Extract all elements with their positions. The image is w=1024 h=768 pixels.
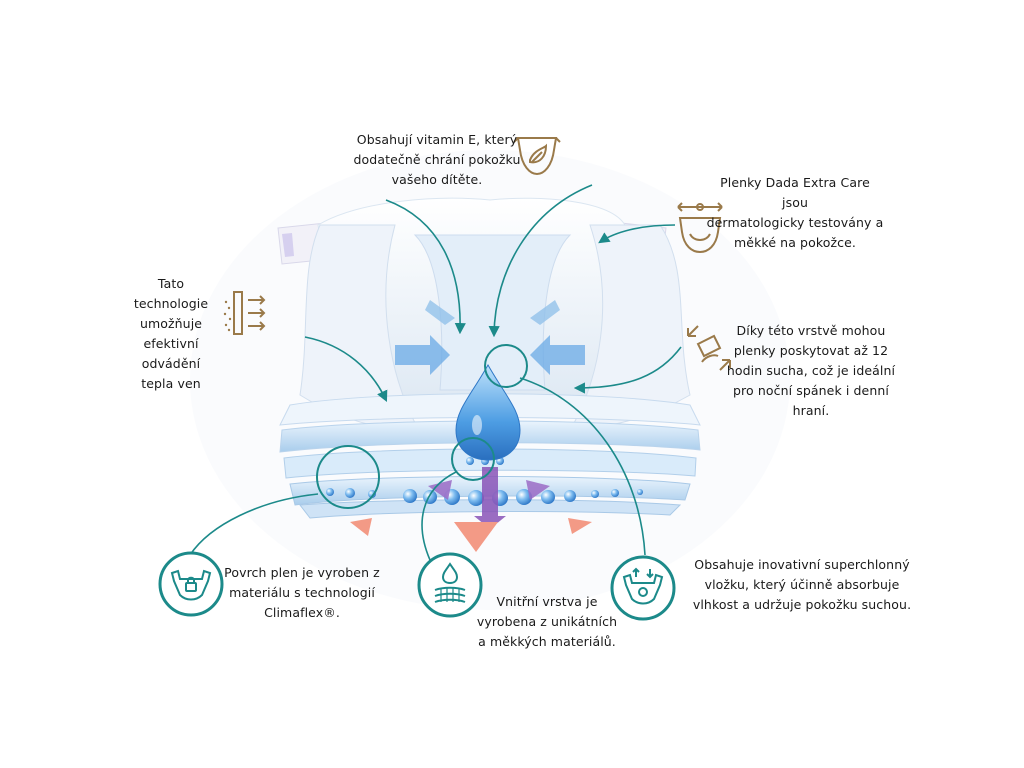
callout-dry-layer: Díky této vrstvě mohou plenky poskytovat… [726,323,896,418]
connector-inner [421,471,457,561]
callout-heat-technology: Tato technologie umožňuje efektivní odvá… [133,276,209,391]
absorption-arrows [428,467,550,529]
connector-climaflex [189,493,319,556]
connector-heat [304,336,388,403]
diaper-leaf-icon [513,137,561,176]
connector-absorbent [519,377,646,556]
connector-upper-right [488,184,593,338]
outflow-arrows [350,518,592,552]
callout-dermatologic: Plenky Dada Extra Care jsou dermatologic… [706,175,884,250]
zoom-circle-center [451,437,495,481]
heat-transfer-icon [223,291,266,335]
airflow-arrows [395,300,585,375]
connector-dry [573,346,682,394]
callout-climaflex: Povrch plen je vyroben z materiálu s tec… [224,565,380,620]
water-drop-layers-icon [417,552,483,618]
zoom-circle-top [484,344,528,388]
diaper-measure-icon [677,202,723,254]
diaper-lock-icon [158,551,224,617]
zoom-circle-left [316,445,380,509]
dry-moisture-icon [687,325,731,371]
connector-dermatologic [598,224,676,244]
callout-superabsorbent: Obsahuje inovativní superchlonný vložku,… [692,557,912,612]
callout-inner-layer: Vnitřní vrstva je vyrobena z unikátních … [476,594,618,649]
diaper-absorb-icon [610,555,676,621]
callout-vitamin-e: Obsahují vitamin E, který dodatečně chrá… [353,132,521,187]
water-drop [455,363,521,461]
connector-vitamin-e [385,199,466,335]
